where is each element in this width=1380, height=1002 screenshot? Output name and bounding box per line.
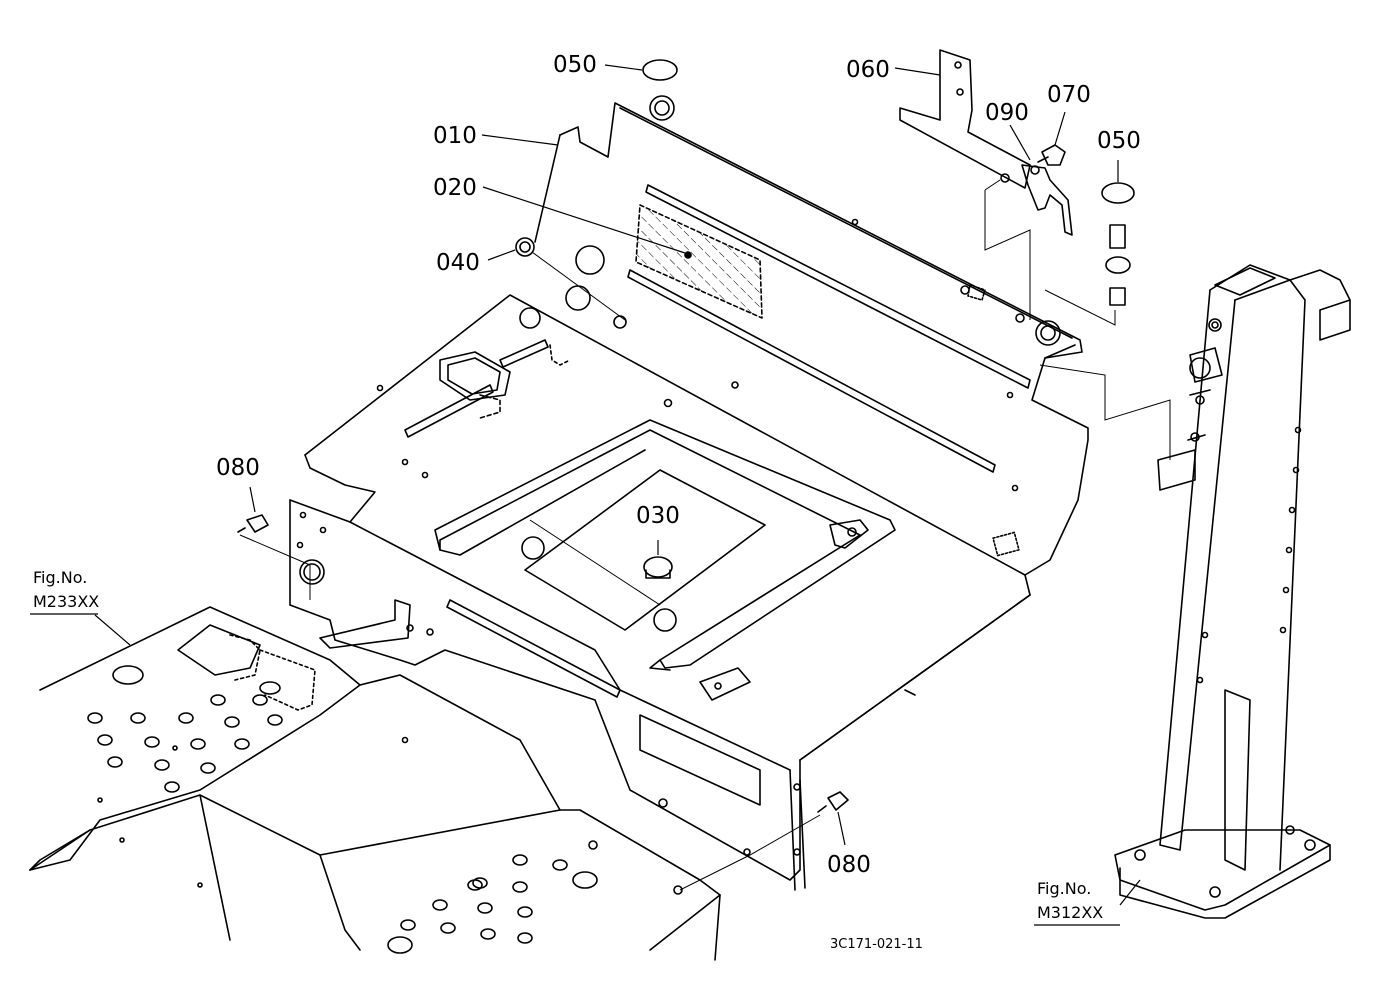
callout-090: 090 [985, 100, 1029, 126]
label-020 [635, 204, 763, 319]
cap-050-top [642, 59, 678, 81]
callout-050-right: 050 [1097, 128, 1141, 154]
callout-060: 060 [846, 57, 890, 83]
bolt-080-left [237, 514, 269, 533]
fig-ref-right-code: M312XX [1037, 903, 1103, 922]
fig-ref-left-code: M233XX [33, 592, 99, 611]
callout-020: 020 [433, 175, 477, 201]
fig-ref-left-prefix: Fig.No. [33, 568, 87, 587]
bolt-070 [1037, 144, 1066, 166]
callout-040: 040 [436, 250, 480, 276]
plug-030 [643, 556, 673, 579]
callout-050-top: 050 [553, 52, 597, 78]
bolt-080-right [817, 791, 849, 813]
figure-references: Fig.No. M233XX Fig.No. M312XX [30, 568, 1120, 926]
callout-010: 010 [433, 123, 477, 149]
seat-panel-010 [289, 95, 1089, 891]
callout-070: 070 [1047, 82, 1091, 108]
fig-ref-right-prefix: Fig.No. [1037, 879, 1091, 898]
callout-080-right: 080 [827, 852, 871, 878]
callout-080-left: 080 [216, 455, 260, 481]
leader-lines [94, 64, 1141, 906]
rops-frame [1114, 264, 1351, 919]
cap-050-right [1101, 182, 1135, 306]
bracket-060 [899, 49, 1031, 189]
floor-assembly [29, 606, 721, 961]
drawing-number: 3C171-021-11 [830, 937, 923, 952]
floor-holes [87, 694, 683, 954]
grommet-040 [515, 237, 535, 257]
callouts: 050 010 020 040 060 090 070 050 080 030 … [216, 52, 1141, 878]
callout-030: 030 [636, 503, 680, 529]
pin-090 [1021, 164, 1073, 236]
assembly-lines [239, 179, 1171, 891]
